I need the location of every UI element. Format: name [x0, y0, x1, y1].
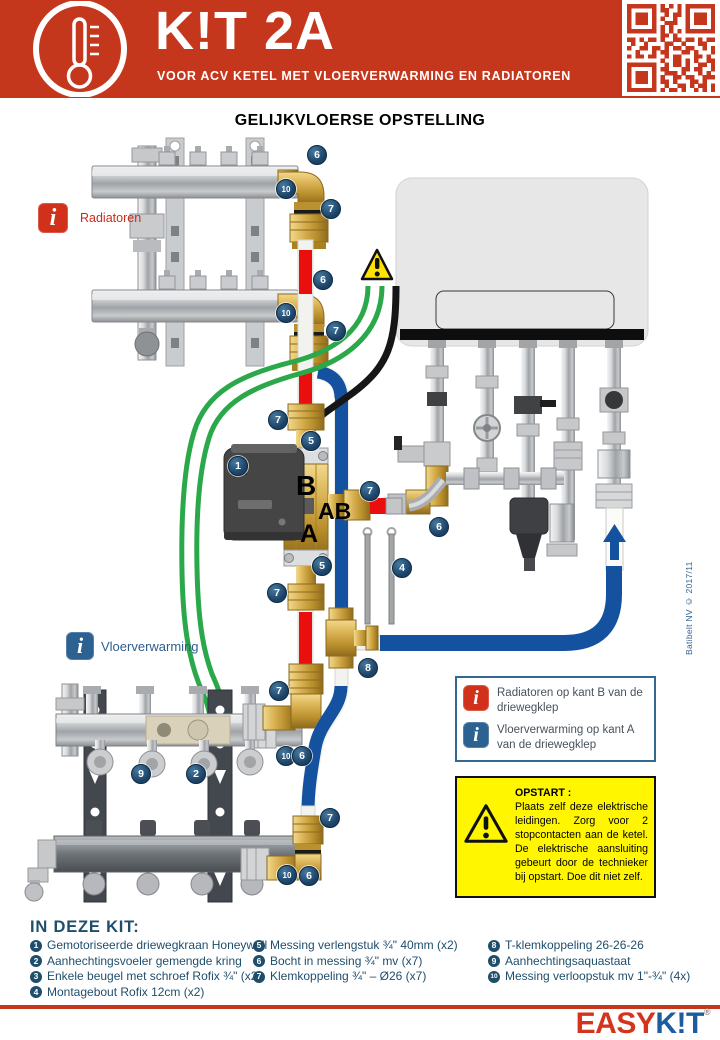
kit-list-column-2: 5 Messing verlengstuk ¾" 40mm (x2) 6 Bocht … — [253, 938, 485, 984]
kit-item-label: Aanhechtingsaquastaat — [505, 953, 631, 968]
warning-icon-small — [360, 248, 394, 281]
kit-item-number: 10 — [488, 970, 500, 983]
kit-item-number: 6 — [253, 955, 265, 968]
t-fitting — [325, 607, 379, 669]
kit-subtitle: VOOR ACV KETEL MET VLOERVERWARMING EN RA… — [157, 69, 571, 83]
kit-item-label: Gemotoriseerde driewegkraan Honeywell — [47, 938, 268, 952]
logo-registered-mark: ® — [703, 1007, 711, 1017]
kit-item-number: 3 — [30, 970, 42, 983]
kit-item: 9 Aanhechtingsaquastaat — [488, 953, 716, 969]
kit-item-number: 9 — [488, 955, 500, 968]
logo-easy: EASY — [575, 1007, 656, 1040]
radiator-manifold — [91, 137, 329, 371]
kit-item: 6 Bocht in messing ¾" mv (x7) — [253, 953, 485, 969]
rofix-mounting-bolts — [362, 527, 397, 625]
logo-kit: K!T — [655, 1007, 704, 1040]
kit-item-label: Messing verloopstuk mv 1"-¾" (4x) — [505, 969, 691, 983]
kit-item: 5 Messing verlengstuk ¾" 40mm (x2) — [253, 938, 485, 953]
diagram-title: GELIJKVLOERSE OPSTELLING — [234, 112, 486, 129]
motor-actuator — [223, 444, 314, 541]
kit-item: 7 Klemkoppeling ¾" – Ø26 (x7) — [253, 969, 485, 984]
kit-item-label: Messing verlengstuk ¾" 40mm (x2) — [270, 938, 458, 952]
kit-item: 8 T-klemkoppeling 26-26-26 — [488, 938, 716, 953]
kit-list-title: IN DEZE KIT: — [30, 918, 140, 936]
kit-item: 10 Messing verloopstuk mv 1"-¾" (4x) — [488, 969, 716, 984]
boiler-connections — [387, 340, 633, 571]
kit-item-label: Montagebout Rofix 12cm (x2) — [47, 984, 205, 999]
easykit-logo: EASYK!T® — [575, 1007, 711, 1040]
kit-item-label: Enkele beugel met schroef Rofix ¾" (x2) — [47, 969, 262, 983]
kit-item: 1 Gemotoriseerde driewegkraan Honeywell — [30, 938, 267, 953]
top-rail-connection-elbow — [242, 693, 322, 741]
sensor-capillary-pipes — [179, 285, 385, 719]
kit-item: 3 Enkele beugel met schroef Rofix ¾" (x2) — [30, 969, 261, 984]
kit-item-label: T-klemkoppeling 26-26-26 — [505, 938, 644, 952]
kit-item-number: 2 — [30, 955, 42, 968]
qr-code-background — [622, 0, 720, 96]
kit-item-number: 1 — [30, 939, 42, 952]
rail1-valve-caps — [158, 146, 269, 166]
kit-item: 2 Aanhechtingsvoeler gemengde kring — [30, 953, 252, 969]
kit-item-label: Aanhechtingsvoeler gemengde kring — [47, 953, 242, 968]
kit-item-label: Bocht in messing ¾" mv (x7) — [270, 953, 423, 968]
kit-title: K!T 2A — [155, 1, 335, 61]
kit-item: 4 Montagebout Rofix 12cm (x2) — [30, 984, 252, 1000]
footer-divider — [0, 1005, 720, 1009]
kit-item-number: 4 — [30, 986, 42, 999]
kit-item-number: 5 — [253, 939, 265, 952]
kit-item-number: 7 — [253, 970, 265, 983]
brass-elbow-assembly-1 — [277, 171, 329, 249]
rail2-valve-caps — [158, 270, 269, 290]
kit-list-column-3: 8 T-klemkoppeling 26-26-26 9 Aanhechtingsaq… — [488, 938, 716, 984]
header-banner: K!T 2A VOOR ACV KETEL MET VLOERVERWARMIN… — [0, 0, 720, 98]
kit-item-number: 8 — [488, 939, 500, 952]
kit-item-label: Klemkoppeling ¾" – Ø26 (x7) — [270, 969, 427, 983]
qr-code — [627, 4, 715, 92]
boiler — [395, 177, 649, 347]
red-connector — [370, 498, 386, 514]
thermometer-logo-icon — [33, 1, 127, 97]
